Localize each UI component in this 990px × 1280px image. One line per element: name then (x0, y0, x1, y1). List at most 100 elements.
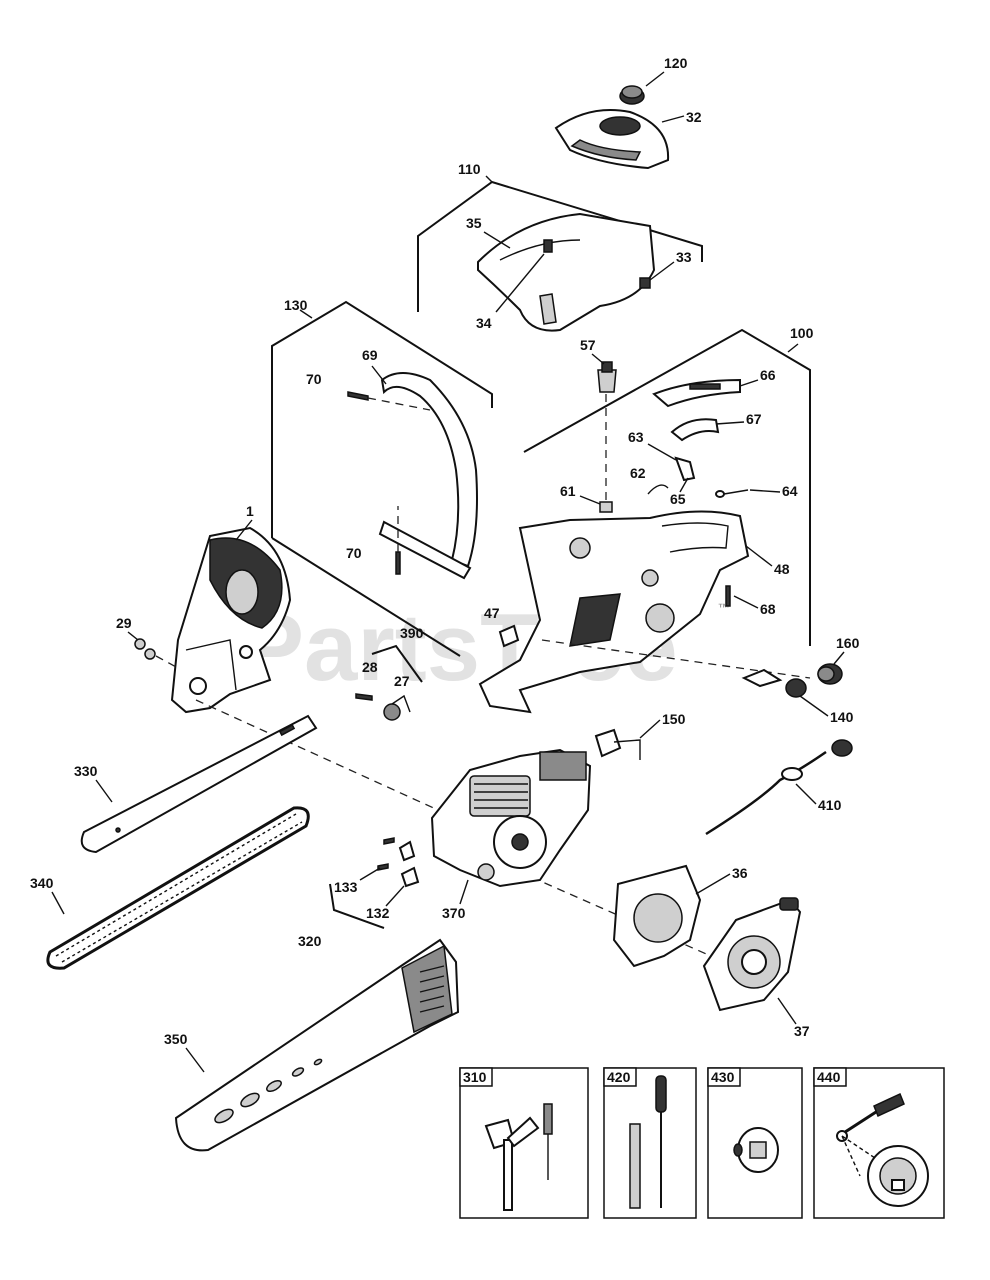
kit-310-label: 310 (463, 1069, 487, 1085)
part-140-cap-retainer[interactable] (741, 668, 807, 698)
callout-150[interactable]: 150 (662, 711, 686, 727)
kit-420-box[interactable]: 420 (603, 1067, 697, 1219)
callout-133[interactable]: 133 (334, 879, 358, 895)
part-70-screw-top[interactable] (347, 391, 369, 401)
part-57-knob[interactable] (597, 361, 617, 393)
leader-330 (95, 779, 113, 803)
callout-390[interactable]: 390 (400, 625, 424, 641)
part-66-handle-cover[interactable] (652, 378, 741, 408)
callout-34[interactable]: 34 (476, 315, 492, 331)
callout-28[interactable]: 28 (362, 659, 378, 675)
callout-62[interactable]: 62 (630, 465, 646, 481)
callout-33[interactable]: 33 (676, 249, 692, 265)
part-62-spring[interactable] (647, 484, 669, 495)
callout-130[interactable]: 130 (284, 297, 308, 313)
callout-35[interactable]: 35 (466, 215, 482, 231)
callout-48[interactable]: 48 (774, 561, 790, 577)
leader-133 (359, 867, 381, 881)
part-64-pin[interactable] (715, 489, 749, 498)
part-350-scabbard[interactable] (174, 938, 460, 1152)
part-340-saw-chain[interactable] (46, 806, 310, 970)
leader-350 (185, 1047, 205, 1073)
kit-440-box[interactable]: 440 (813, 1067, 945, 1219)
part-133-screws[interactable] (377, 837, 395, 871)
callout-36[interactable]: 36 (732, 865, 748, 881)
part-48-rear-handle-tank[interactable] (478, 510, 750, 714)
leader-37 (777, 997, 797, 1025)
callout-330[interactable]: 330 (74, 763, 98, 779)
part-27-adjuster[interactable] (383, 694, 411, 721)
part-63-trigger[interactable] (674, 456, 696, 482)
kit-430-label: 430 (711, 1069, 735, 1085)
callout-100[interactable]: 100 (790, 325, 814, 341)
part-36-fan-housing[interactable] (612, 864, 702, 968)
leader-100 (787, 343, 799, 353)
callout-132[interactable]: 132 (366, 905, 390, 921)
callout-66[interactable]: 66 (760, 367, 776, 383)
callout-61[interactable]: 61 (560, 483, 576, 499)
part-160-cap[interactable] (817, 663, 843, 685)
callout-63[interactable]: 63 (628, 429, 644, 445)
guide-29 (155, 655, 179, 669)
callout-350[interactable]: 350 (164, 1031, 188, 1047)
callout-32[interactable]: 32 (686, 109, 702, 125)
callout-340[interactable]: 340 (30, 875, 54, 891)
part-29-nuts[interactable] (134, 638, 156, 660)
part-28-screw[interactable] (355, 693, 373, 701)
callout-64[interactable]: 64 (782, 483, 798, 499)
part-67-trigger-lock[interactable] (670, 418, 720, 442)
part-47-clip[interactable] (498, 624, 520, 648)
callout-410[interactable]: 410 (818, 797, 842, 813)
bracket-130-lower (271, 537, 461, 657)
callout-140[interactable]: 140 (830, 709, 854, 725)
kit-310-box[interactable]: 310 (459, 1067, 589, 1219)
leader-132 (385, 885, 405, 907)
bracket-390 (371, 644, 423, 683)
callout-37[interactable]: 37 (794, 1023, 810, 1039)
callout-57[interactable]: 57 (580, 337, 596, 353)
callout-69[interactable]: 69 (362, 347, 378, 363)
part-330-guide-bar[interactable] (80, 714, 318, 854)
callout-29[interactable]: 29 (116, 615, 132, 631)
part-70-screw-bottom[interactable] (395, 551, 401, 575)
leader-160 (833, 651, 845, 665)
part-68-screw[interactable] (725, 585, 731, 607)
part-33-clip[interactable] (639, 277, 651, 289)
leader-63 (647, 443, 677, 461)
callout-320[interactable]: 320 (298, 933, 322, 949)
leader-67 (715, 421, 745, 425)
part-35-cylinder-shield[interactable] (477, 212, 656, 332)
part-37-starter[interactable] (702, 897, 802, 1012)
callout-65[interactable]: 65 (670, 491, 686, 507)
leader-68 (733, 595, 759, 609)
kit-430-box[interactable]: 430 (707, 1067, 803, 1219)
part-1-side-cover[interactable] (170, 526, 292, 714)
part-132-clips[interactable] (398, 840, 420, 888)
part-32-top-cover[interactable] (554, 109, 670, 170)
part-69-front-handle[interactable] (378, 372, 478, 580)
kit-310-wrench-icon (484, 1103, 553, 1211)
part-120-cap[interactable] (619, 85, 645, 105)
guide-70-top (367, 397, 431, 411)
leader-150 (639, 719, 661, 739)
part-150-scrench[interactable] (594, 728, 641, 760)
callout-70-top[interactable]: 70 (306, 371, 322, 387)
part-61-grommet[interactable] (599, 501, 613, 513)
kit-440-label: 440 (817, 1069, 841, 1085)
callout-27[interactable]: 27 (394, 673, 410, 689)
leader-69 (371, 365, 387, 385)
part-370-engine[interactable] (430, 748, 592, 888)
callout-70-bottom[interactable]: 70 (346, 545, 362, 561)
callout-67[interactable]: 67 (746, 411, 762, 427)
part-410-fuel-line[interactable] (705, 739, 853, 836)
callout-110[interactable]: 110 (458, 161, 481, 177)
callout-47[interactable]: 47 (484, 605, 500, 621)
callout-1[interactable]: 1 (246, 503, 254, 519)
callout-160[interactable]: 160 (836, 635, 860, 651)
callout-370[interactable]: 370 (442, 905, 466, 921)
callout-120[interactable]: 120 (664, 55, 688, 71)
callout-68[interactable]: 68 (760, 601, 776, 617)
leader-370 (459, 879, 469, 905)
leader-57 (591, 353, 605, 365)
